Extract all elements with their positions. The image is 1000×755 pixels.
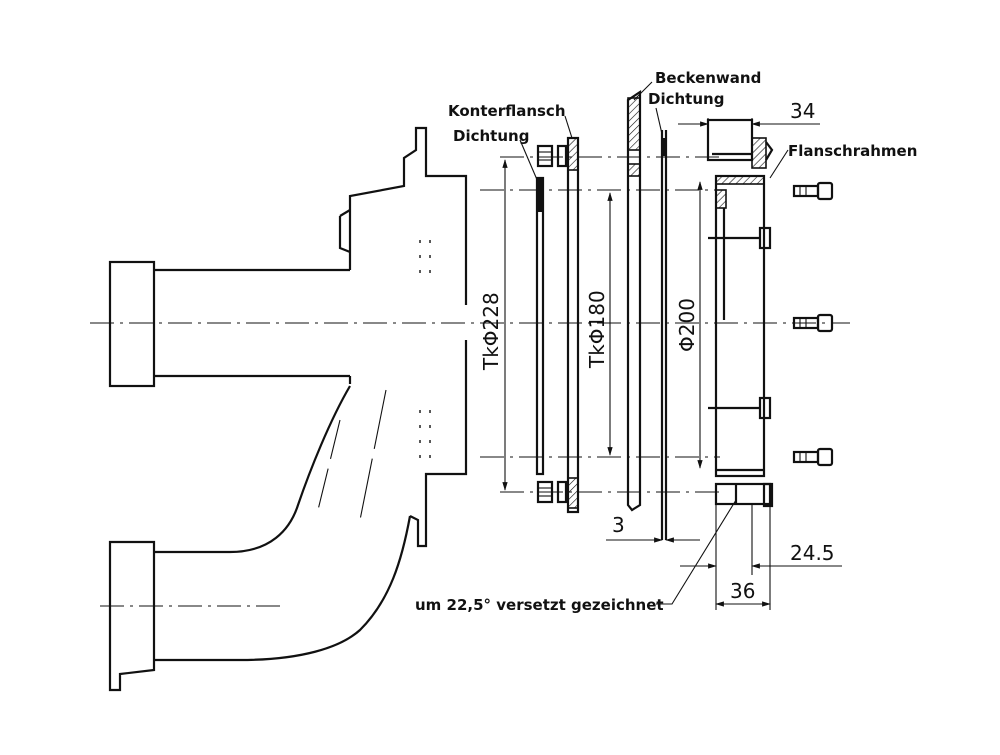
screw-2 [792, 313, 834, 333]
pump-housing [108, 126, 468, 692]
dim-36: 36 [730, 579, 755, 603]
flange-frame [706, 118, 774, 508]
nut-top [536, 144, 568, 168]
gasket-left [535, 176, 545, 476]
label-dichtung-left: Dichtung [453, 127, 529, 145]
label-dichtung-top: Dichtung [648, 90, 724, 108]
label-konterflansch: Konterflansch [448, 102, 566, 120]
dim-3: 3 [612, 513, 625, 537]
dim-200: Φ200 [675, 298, 699, 352]
counter-flange [566, 136, 580, 514]
dim-24-5: 24.5 [790, 541, 835, 565]
screw-1 [792, 181, 834, 201]
label-flanschrahmen: Flanschrahmen [788, 142, 917, 160]
dim-34: 34 [790, 99, 815, 123]
center-lines [90, 156, 850, 607]
screw-3 [792, 447, 834, 467]
upper-pipe-flange [108, 260, 156, 388]
nut-bottom [536, 480, 568, 504]
lower-pipe-flange [108, 540, 156, 692]
dim-tk180: TkΦ180 [585, 290, 609, 369]
dim-tk228: TkΦ228 [479, 292, 503, 371]
label-beckenwand: Beckenwand [655, 69, 761, 87]
dimension-lines [502, 81, 842, 610]
label-versetzt: um 22,5° versetzt gezeichnet [415, 596, 664, 614]
pool-wall [626, 89, 668, 540]
